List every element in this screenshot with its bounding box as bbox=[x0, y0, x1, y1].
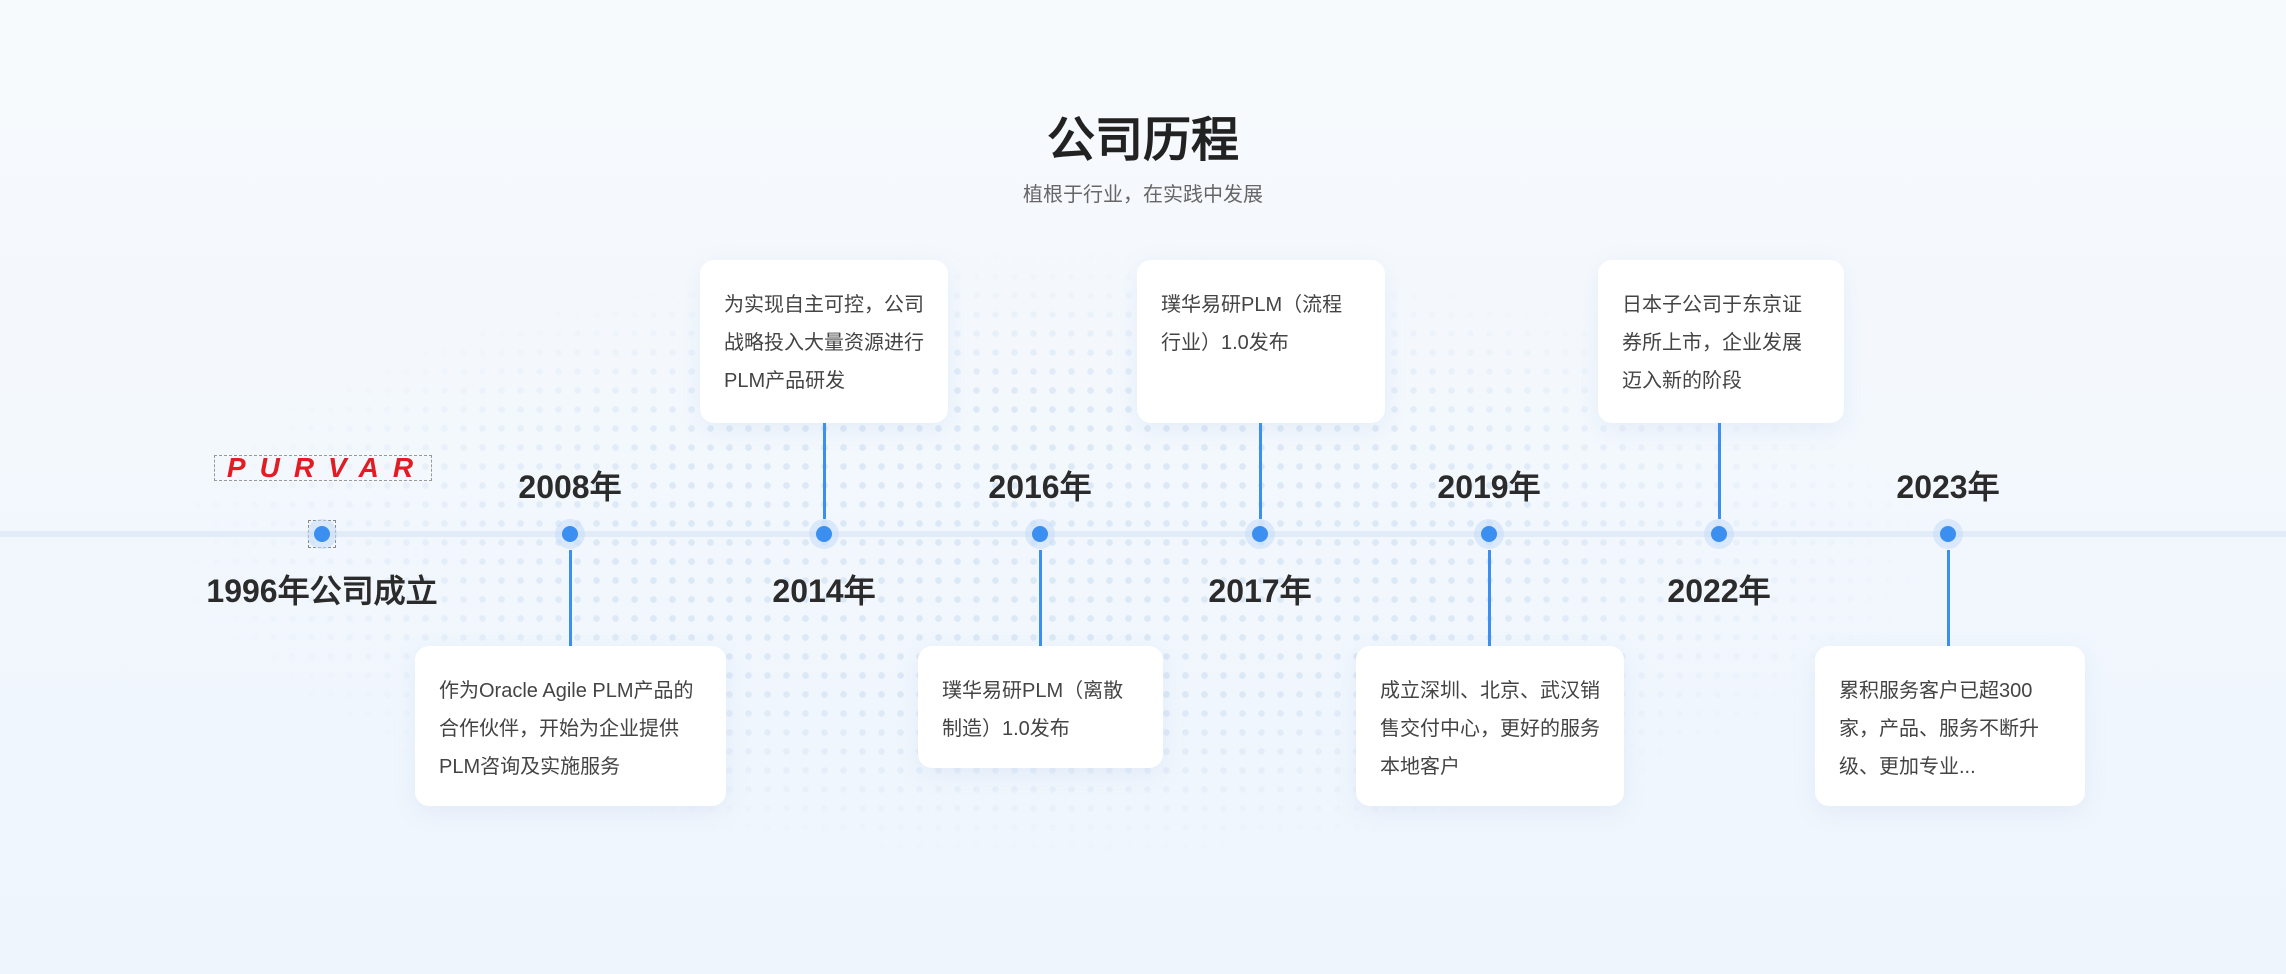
event-card-2016: 璞华易研PLM（离散制造）1.0发布 bbox=[918, 646, 1163, 768]
connector-line bbox=[1039, 550, 1042, 646]
year-label-2017: 2017年 bbox=[1208, 573, 1312, 609]
timeline-dot-1996[interactable] bbox=[307, 519, 337, 549]
timeline-dot-2019[interactable] bbox=[1474, 519, 1504, 549]
connector-line bbox=[1259, 423, 1262, 519]
year-label-1996: 1996年公司成立 bbox=[206, 573, 438, 609]
connector-line bbox=[569, 550, 572, 646]
event-card-2017: 璞华易研PLM（流程行业）1.0发布 bbox=[1137, 260, 1385, 423]
timeline-dot-2017[interactable] bbox=[1245, 519, 1275, 549]
event-card-2014: 为实现自主可控，公司战略投入大量资源进行PLM产品研发 bbox=[700, 260, 948, 423]
timeline-dot-2016[interactable] bbox=[1025, 519, 1055, 549]
year-label-2008: 2008年 bbox=[518, 469, 622, 505]
year-label-2022: 2022年 bbox=[1667, 573, 1771, 609]
year-label-2019: 2019年 bbox=[1437, 469, 1541, 505]
timeline-dot-2014[interactable] bbox=[809, 519, 839, 549]
event-card-2008: 作为Oracle Agile PLM产品的合作伙伴，开始为企业提供PLM咨询及实… bbox=[415, 646, 726, 806]
year-label-2014: 2014年 bbox=[772, 573, 876, 609]
timeline-dot-2023[interactable] bbox=[1933, 519, 1963, 549]
connector-line bbox=[1488, 550, 1491, 646]
event-card-2023: 累积服务客户已超300家，产品、服务不断升级、更加专业... bbox=[1815, 646, 2085, 806]
page-title: 公司历程 bbox=[1046, 114, 1239, 167]
year-label-2016: 2016年 bbox=[988, 469, 1092, 505]
purvar-logo: PURVAR bbox=[214, 454, 432, 482]
event-card-2022: 日本子公司于东京证券所上市，企业发展迈入新的阶段 bbox=[1598, 260, 1844, 423]
connector-line bbox=[823, 423, 826, 519]
year-label-2023: 2023年 bbox=[1896, 469, 2000, 505]
connector-line bbox=[1718, 423, 1721, 519]
timeline-dot-2008[interactable] bbox=[555, 519, 585, 549]
timeline-axis bbox=[0, 531, 2286, 537]
timeline-dot-2022[interactable] bbox=[1704, 519, 1734, 549]
connector-line bbox=[1947, 550, 1950, 646]
page-subtitle: 植根于行业，在实践中发展 bbox=[1023, 184, 1263, 206]
event-card-2019: 成立深圳、北京、武汉销售交付中心，更好的服务本地客户 bbox=[1356, 646, 1624, 806]
